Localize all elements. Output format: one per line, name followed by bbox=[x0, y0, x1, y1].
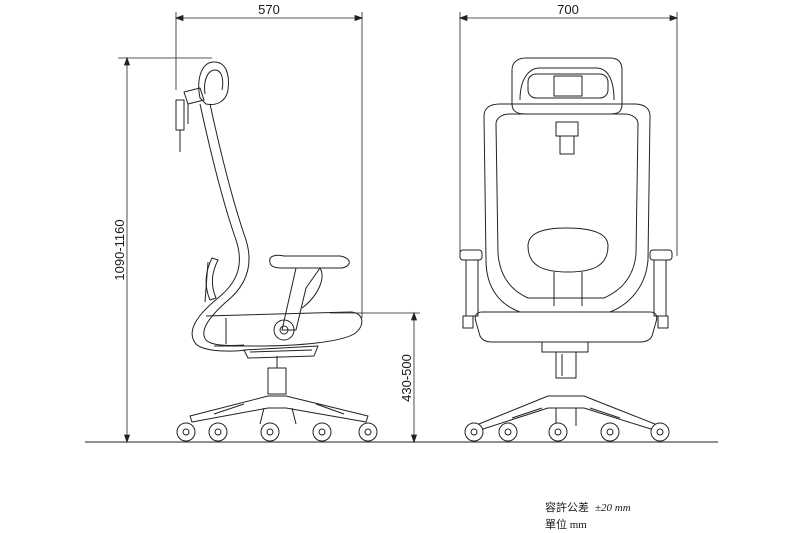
unit-note: 單位 mm bbox=[545, 516, 587, 532]
front-armrest-left bbox=[459, 249, 483, 261]
tolerance-note: 容許公差 ±20 mm bbox=[545, 499, 631, 515]
tolerance-label: 容許公差 bbox=[545, 502, 589, 514]
unit-label: 單位 bbox=[545, 519, 567, 531]
side-backrest bbox=[191, 103, 247, 352]
dimension-overall-height bbox=[118, 56, 212, 444]
tolerance-value: ±20 mm bbox=[595, 502, 631, 514]
chair-front-view bbox=[459, 57, 673, 431]
dimension-width-front bbox=[458, 12, 679, 256]
front-lumbar bbox=[527, 227, 609, 273]
overall-height-label: 1090-1160 bbox=[112, 219, 127, 280]
front-seat bbox=[474, 311, 658, 343]
seat-height-label: 430-500 bbox=[399, 354, 414, 402]
side-gas-lift bbox=[267, 367, 287, 395]
front-casters bbox=[464, 422, 670, 442]
dimension-width-side bbox=[174, 12, 364, 318]
side-headrest bbox=[198, 61, 229, 105]
side-seat bbox=[205, 311, 363, 347]
front-armrest-right bbox=[649, 249, 673, 261]
unit-value: mm bbox=[569, 519, 587, 531]
dimension-seat-height bbox=[330, 311, 420, 444]
chair-side-view bbox=[175, 61, 369, 425]
side-casters bbox=[176, 422, 378, 442]
front-gas-lift bbox=[555, 351, 577, 379]
front-width-label: 700 bbox=[557, 2, 579, 17]
side-armrest bbox=[269, 254, 350, 269]
front-backrest bbox=[483, 103, 651, 313]
side-star-base bbox=[189, 395, 369, 423]
side-depth-label: 570 bbox=[258, 2, 280, 17]
